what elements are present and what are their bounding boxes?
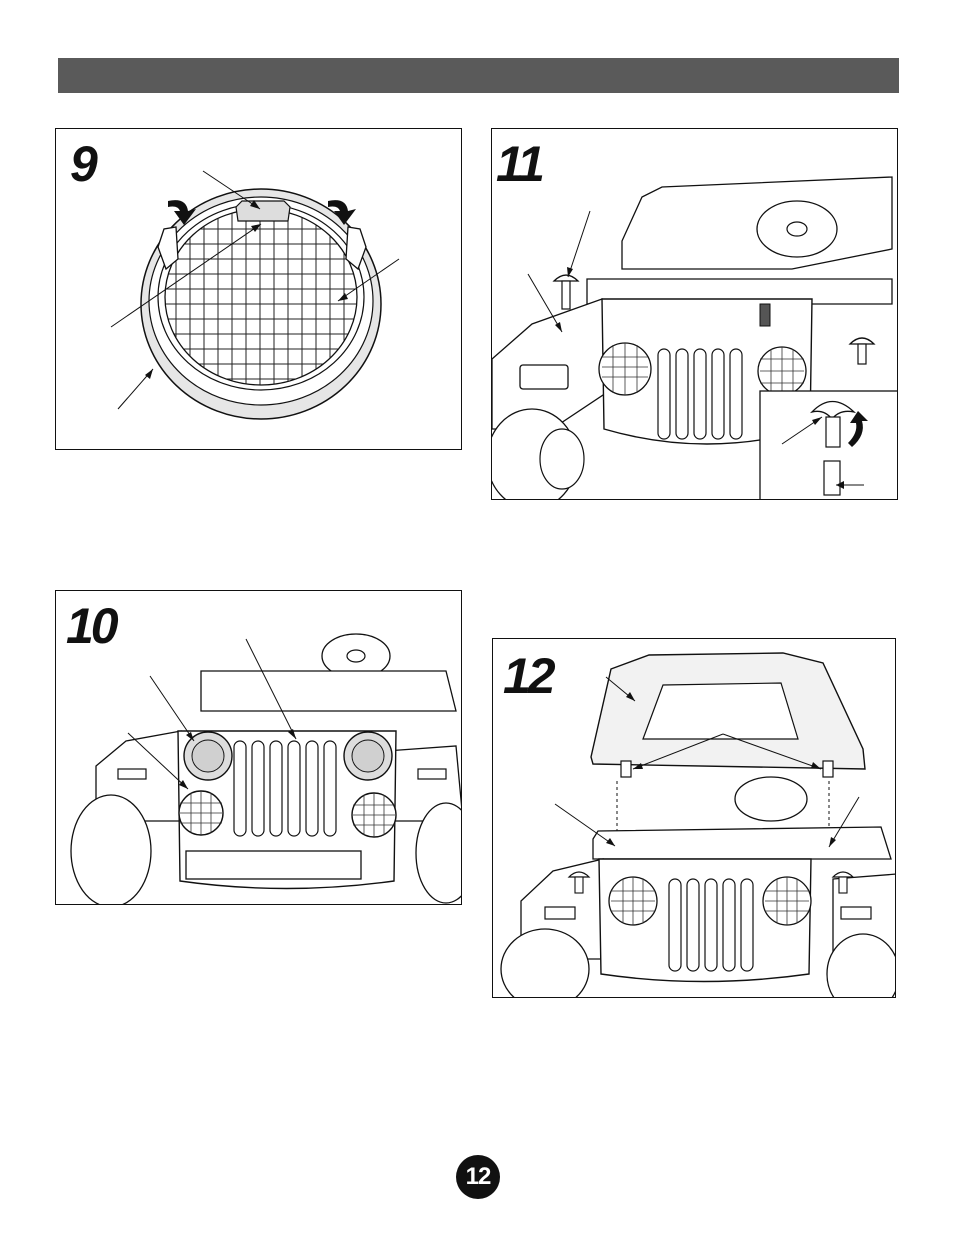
step-9-panel: 9 (55, 128, 462, 450)
step-10-panel: 10 (55, 590, 462, 905)
step-12-panel: 12 (492, 638, 896, 998)
hood-latch-illustration (492, 129, 898, 500)
headlights-mounted-illustration (56, 591, 462, 905)
step-11-panel: 11 (491, 128, 898, 500)
hood-install-illustration (493, 639, 896, 998)
page-number-badge: 12 (456, 1155, 500, 1199)
headlight-lens-illustration (56, 129, 462, 450)
header-bar (58, 58, 899, 93)
